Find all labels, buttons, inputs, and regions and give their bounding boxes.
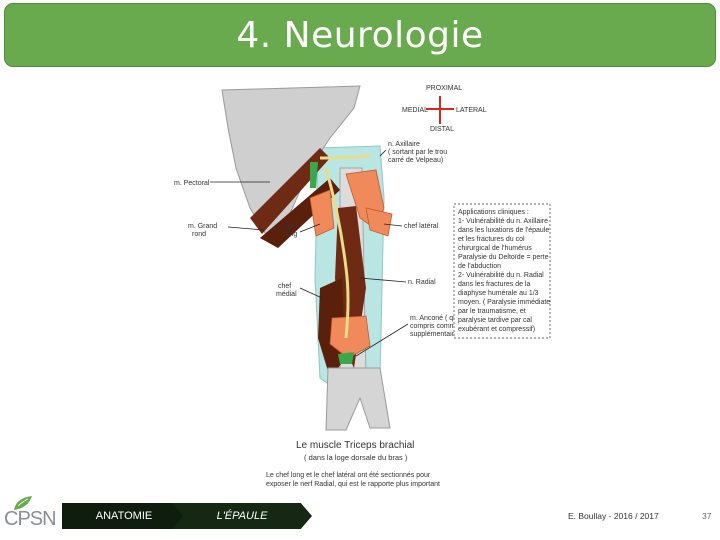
tab-anatomie-label: ANATOMIE <box>95 510 153 522</box>
label-ancone-1: m. Anconé ( qui peut être <box>410 315 488 322</box>
clinical-line-3: et les fractures du col <box>458 236 525 243</box>
clinical-line-13: exubérant et compressif) <box>458 326 535 333</box>
tab-epaule-label: L'ÉPAULE <box>216 510 268 522</box>
elbow-bones <box>325 367 391 431</box>
label-chef-lateral: chef latéral <box>404 223 439 230</box>
clinical-line-6: de l'abduction <box>458 263 501 270</box>
clinical-line-11: par le traumatisme, et <box>458 308 526 315</box>
tab-epaule[interactable]: L'ÉPAULE <box>172 503 312 529</box>
figure-caption-subtitle: ( dans la loge dorsale du bras ) <box>304 453 408 462</box>
page-number: 37 <box>702 511 712 521</box>
triceps-anatomy-figure: PROXIMAL MEDIAL LATERAL DISTAL n. Axilla… <box>170 78 560 493</box>
clinical-line-1: 1- Vulnérabilité du n. Axillaire <box>458 218 548 225</box>
axillary-nerve <box>319 154 371 160</box>
cpsn-logo: CPSN <box>4 494 60 532</box>
figure-caption-note-1: Le chef long et le chef latéral ont été … <box>266 472 431 479</box>
clinical-line-12: paralysie tardive par cal <box>458 317 532 324</box>
label-chef-long-2: long <box>284 231 297 238</box>
axillary-artery <box>310 162 318 188</box>
anconeus-muscle <box>338 352 354 364</box>
orientation-distal: DISTAL <box>430 126 454 133</box>
figure-caption-title: Le muscle Triceps brachial <box>296 440 414 451</box>
distal-tendon <box>329 315 371 359</box>
label-radial: n. Radial <box>408 279 436 286</box>
long-head-stump <box>309 189 335 237</box>
orientation-cross: PROXIMAL MEDIAL LATERAL DISTAL <box>402 85 487 133</box>
pointer-lines <box>210 149 409 357</box>
clinical-line-0: Applications cliniques : <box>458 209 529 216</box>
clinical-line-5: Paralysie du Deltoïde = perte <box>458 254 549 261</box>
author-credit: E. Boullay - 2016 / 2017 <box>568 511 659 521</box>
clinical-line-2: dans les luxations de l'épaule <box>458 227 549 234</box>
leaf-icon <box>14 496 32 510</box>
label-ancone-2: compris comme un faisceau <box>410 323 497 330</box>
title-banner: 4. Neurologie <box>4 3 716 67</box>
slide-title: 4. Neurologie <box>236 14 484 56</box>
label-axillaire-3: carré de Velpeau) <box>388 157 443 164</box>
orientation-lateral: LATERAL <box>456 107 487 114</box>
label-axillaire-2: ( sortant par le trou <box>388 149 447 156</box>
clinical-line-10: moyen. ( Paralysie immédiate <box>458 299 550 306</box>
label-chef-long-1: chef <box>284 223 297 230</box>
label-chef-medial-2: médial <box>276 291 297 298</box>
label-chef-medial-1: chef <box>278 283 291 290</box>
radial-nerve <box>324 167 350 339</box>
figure-caption-note-2: exposer le nerf Radial, qui est le rappo… <box>266 481 440 488</box>
label-pectoral: m. Pectoral <box>174 180 210 187</box>
tab-anatomie[interactable]: ANATOMIE <box>62 503 186 529</box>
clinical-applications-box: Applications cliniques : 1- Vulnérabilit… <box>453 203 551 339</box>
clinical-line-9: diaphyse humérale au 1/3 <box>458 290 539 297</box>
clinical-line-8: dans les fractures de la <box>458 281 530 288</box>
logo-text: CPSN <box>4 508 57 530</box>
label-grand-rond-2: rond <box>192 231 206 238</box>
label-axillaire-1: n. Axillaire <box>388 141 420 148</box>
orientation-proximal: PROXIMAL <box>426 85 462 92</box>
label-grand-rond-1: m. Grand <box>188 223 217 230</box>
clinical-line-7: 2- Vulnérabilité du n. Radial <box>458 272 544 279</box>
clinical-line-4: chirurgical de l'humérus <box>458 245 532 252</box>
orientation-medial: MEDIAL <box>402 107 428 114</box>
anatomy-illustration: PROXIMAL MEDIAL LATERAL DISTAL n. Axilla… <box>174 85 551 488</box>
lateral-head-lower <box>365 207 393 237</box>
